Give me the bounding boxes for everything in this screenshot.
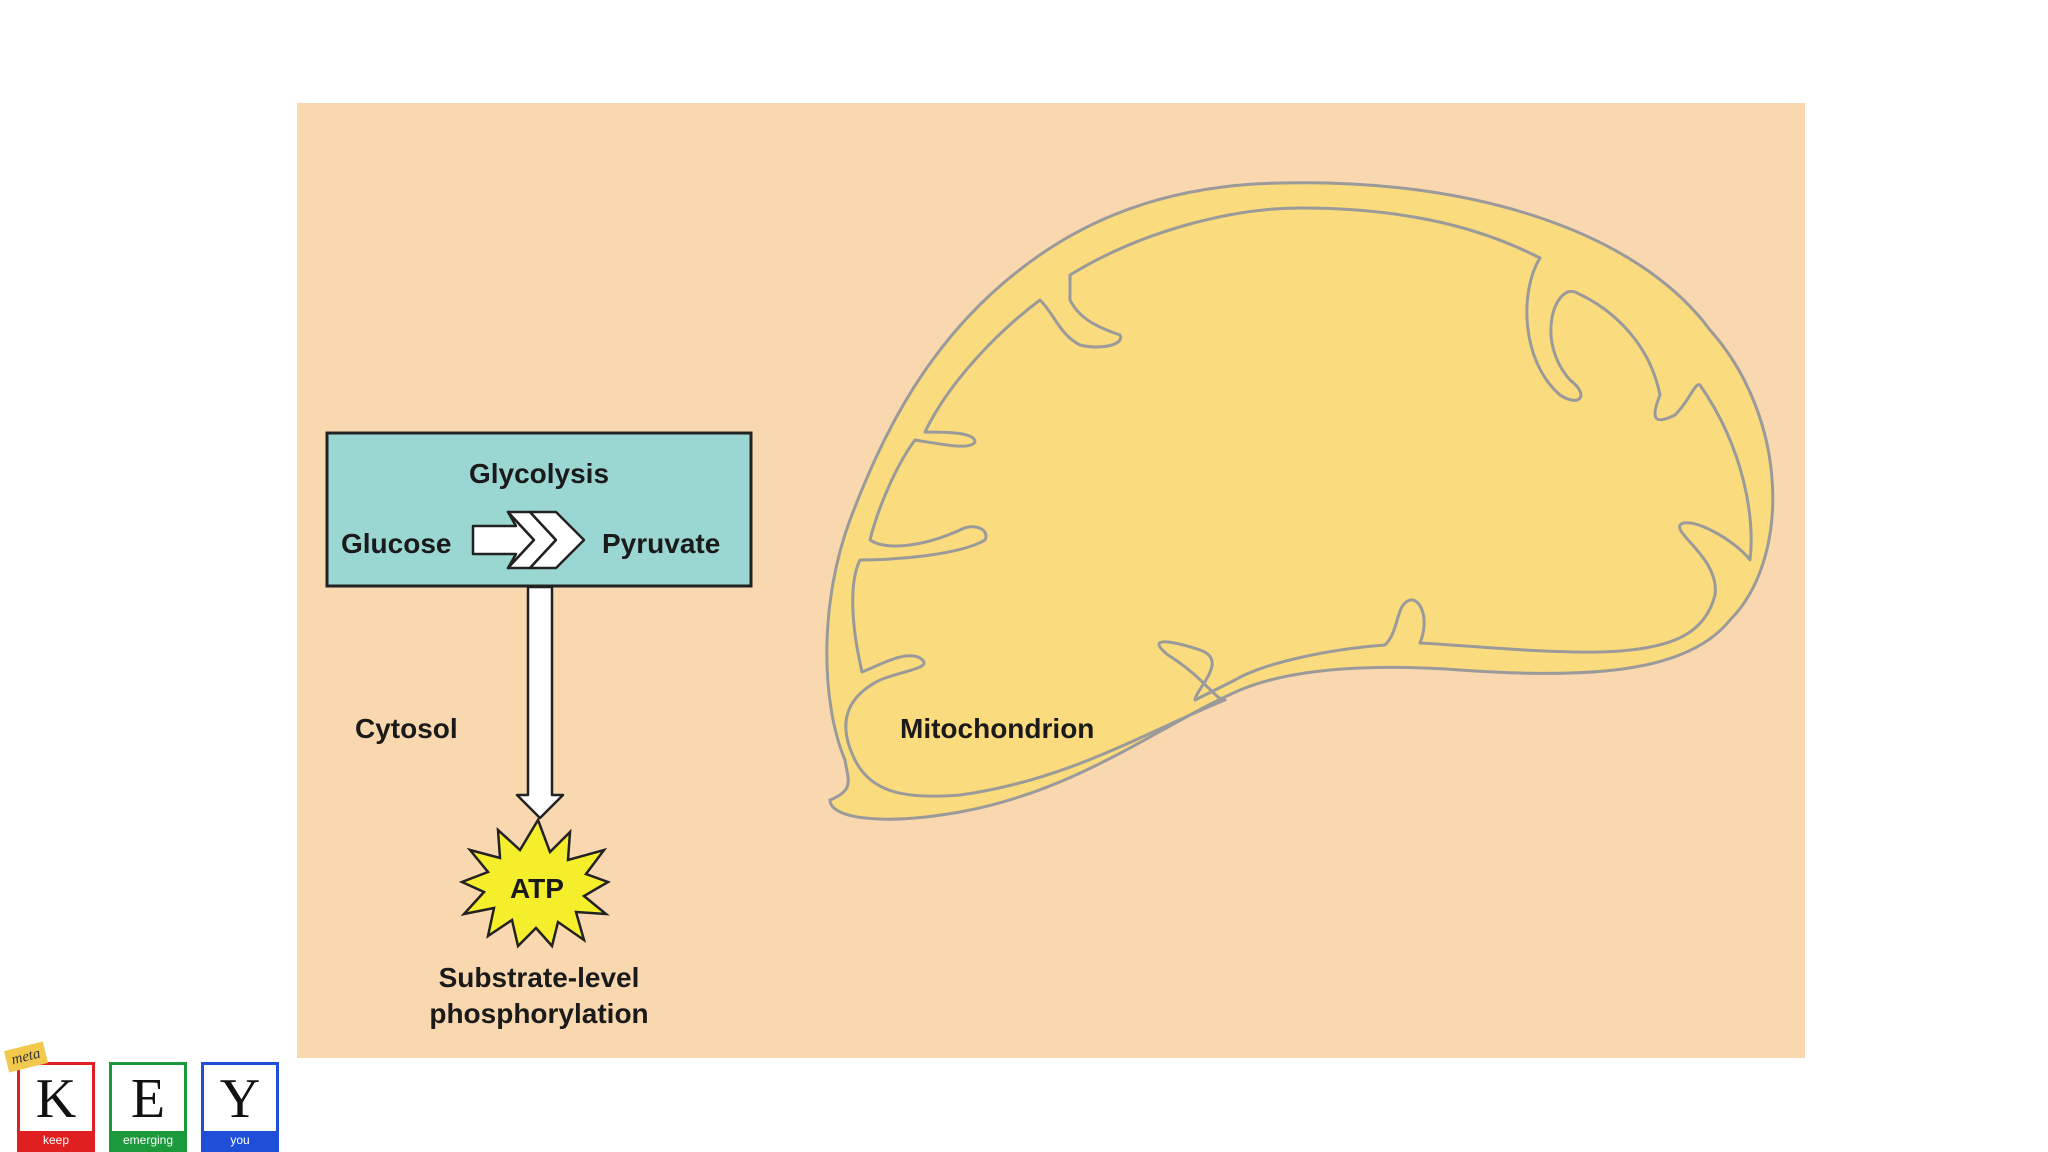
logo-y-box: Y you xyxy=(201,1062,279,1152)
logo-e-letter: E xyxy=(130,1068,166,1130)
logo-k-letter: K xyxy=(35,1068,77,1130)
cytosol-label: Cytosol xyxy=(355,713,458,744)
mitochondrion-outer-membrane xyxy=(825,181,1775,821)
logo-y-letter: Y xyxy=(219,1068,261,1130)
mitochondrion-label: Mitochondrion xyxy=(900,713,1095,744)
logo-k-box: K keep xyxy=(17,1062,95,1152)
logo-k-word: keep xyxy=(20,1131,92,1149)
substrate-level-line1: Substrate-level xyxy=(438,962,640,993)
atp-burst xyxy=(458,817,611,949)
glycolysis-arrow-3 xyxy=(528,510,586,570)
pyruvate-label: Pyruvate xyxy=(602,528,721,559)
glycolysis-arrows xyxy=(471,510,586,570)
mitochondrion-inner-membrane xyxy=(844,206,1753,798)
down-arrow xyxy=(515,585,565,820)
substrate-level-phosphorylation-label: Substrate-level phosphorylation xyxy=(429,960,648,1032)
substrate-level-line2: phosphorylation xyxy=(429,998,649,1029)
logo-y-word: you xyxy=(204,1131,276,1149)
glycolysis-title: Glycolysis xyxy=(468,458,610,489)
atp-label: ATP xyxy=(510,873,564,904)
logo-e-word: emerging xyxy=(112,1131,184,1149)
logo-e-box: E emerging xyxy=(109,1062,187,1152)
glucose-label: Glucose xyxy=(341,528,452,559)
